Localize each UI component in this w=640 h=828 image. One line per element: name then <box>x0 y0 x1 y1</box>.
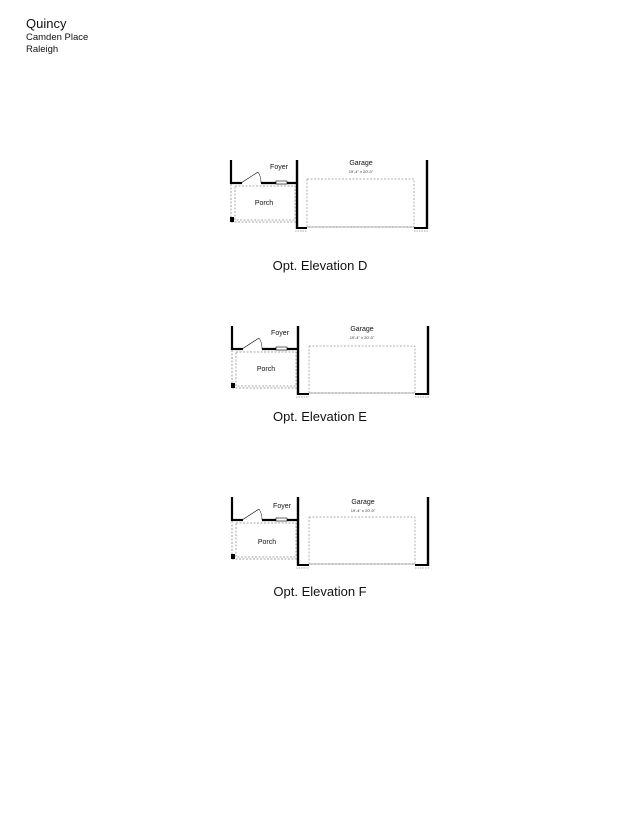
plan-name: Quincy <box>26 16 67 31</box>
porch-label: Porch <box>255 200 273 207</box>
elevation-f-caption: Opt. Elevation F <box>273 584 367 599</box>
elevation-d-drawing: Foyer Porch Garage 19'-4" x 20'-0" <box>229 160 429 232</box>
porch-label: Porch <box>258 539 276 546</box>
foyer-label: Foyer <box>270 164 289 171</box>
elevation-e-caption: Opt. Elevation E <box>273 409 367 424</box>
porch-label: Porch <box>257 366 275 373</box>
garage-dimensions: 19'-4" x 20'-0" <box>351 508 376 513</box>
elevation-e-drawing: Foyer Porch Garage 19'-4" x 20'-0" <box>230 326 430 398</box>
garage-label: Garage <box>349 160 372 167</box>
garage-dimensions: 19'-4" x 20'-0" <box>350 335 375 340</box>
foyer-label: Foyer <box>273 503 292 510</box>
elevation-d-caption: Opt. Elevation D <box>272 258 368 273</box>
elevation-f-plan: Foyer Porch Garage 19'-4" x 20'-0" <box>0 488 640 578</box>
elevation-d-plan: Foyer Porch Garage 19'-4" x 20'-0" <box>0 150 640 240</box>
garage-label: Garage <box>350 326 373 333</box>
city-name: Raleigh <box>26 44 59 55</box>
plan-header: Quincy Camden Place Raleigh <box>26 16 88 56</box>
foyer-label: Foyer <box>271 330 290 337</box>
elevation-e-plan: Foyer Porch Garage 19'-4" x 20'-0" <box>0 317 640 407</box>
elevation-f-drawing: Foyer Porch Garage 19'-4" x 20'-0" <box>230 497 430 569</box>
garage-label: Garage <box>351 499 374 506</box>
community-name: Camden Place <box>26 32 89 43</box>
garage-dimensions: 19'-4" x 20'-0" <box>349 169 374 174</box>
